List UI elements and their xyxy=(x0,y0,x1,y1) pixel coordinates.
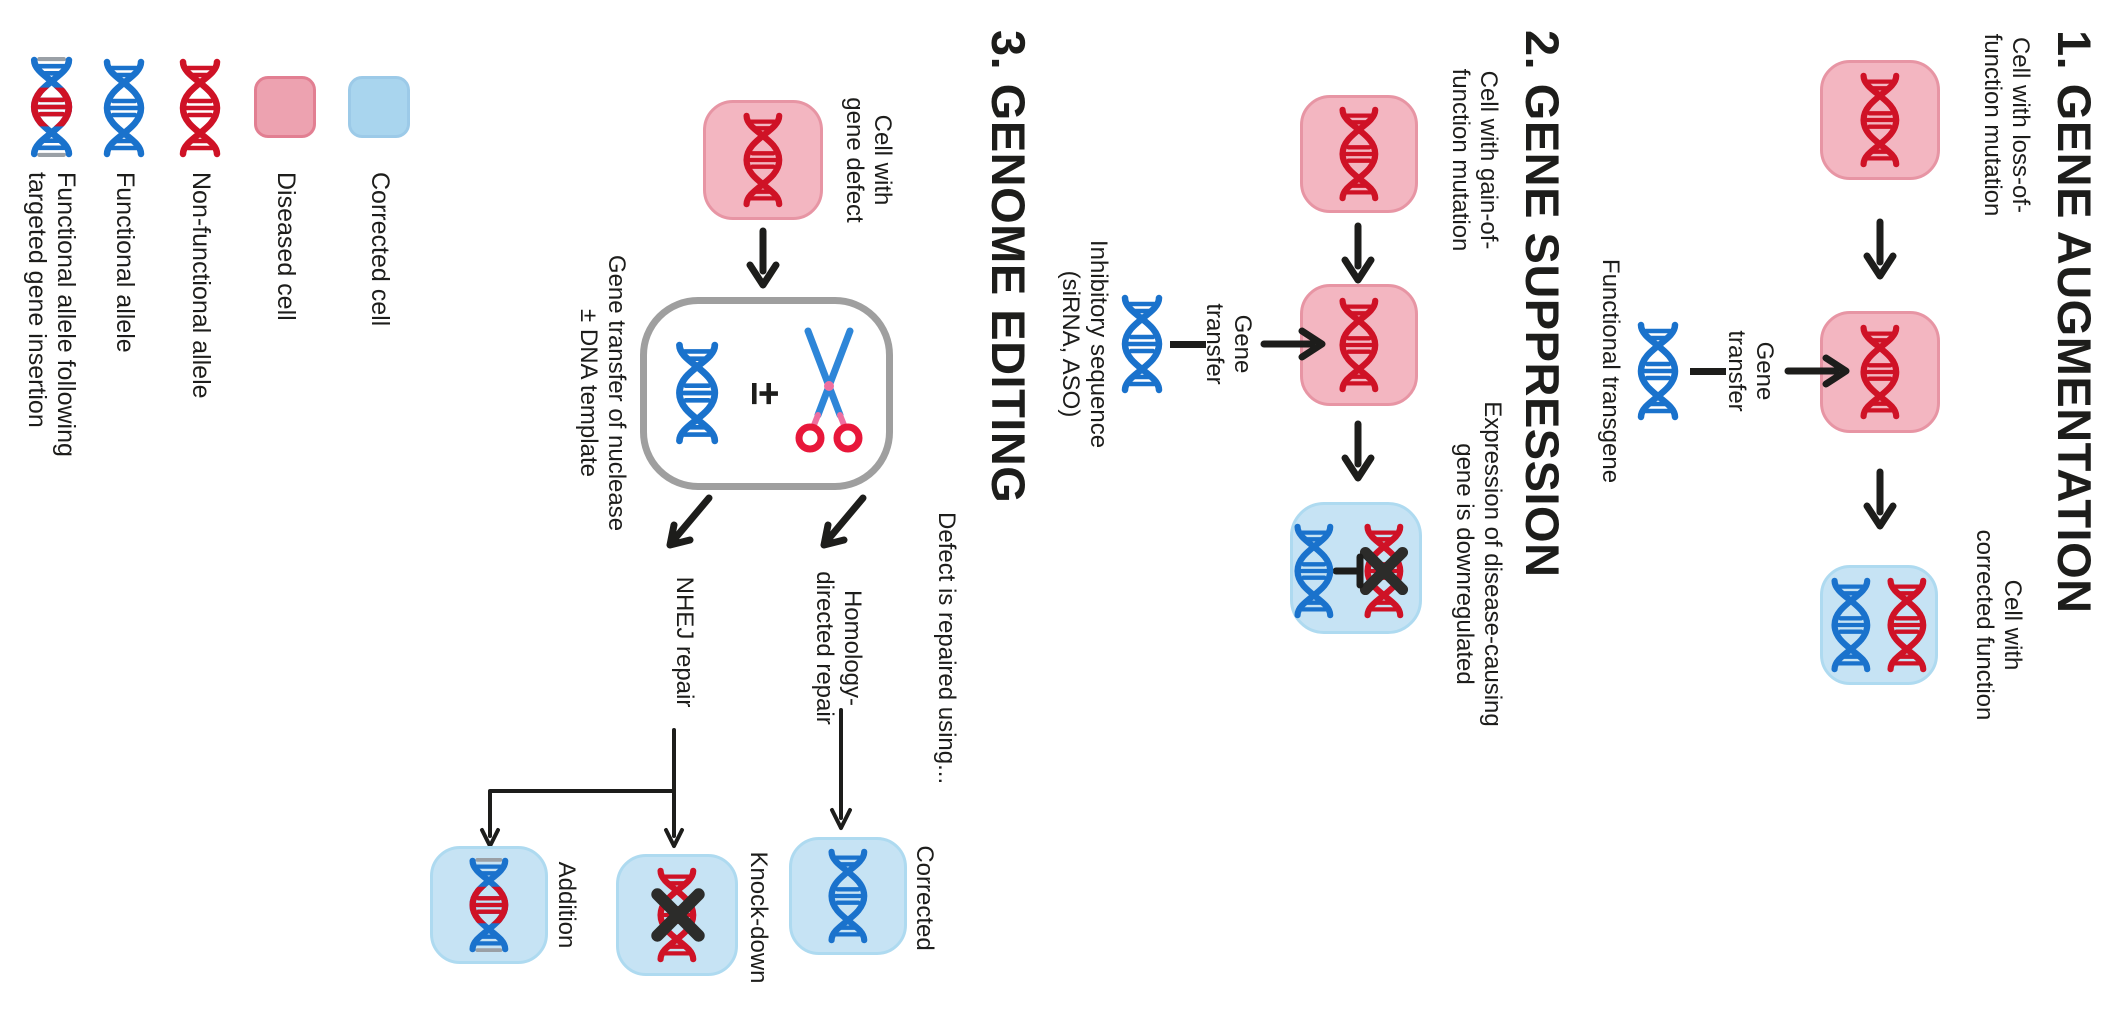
functional-allele-dna-icon xyxy=(102,58,146,158)
outcome-corrected-label: Corrected xyxy=(911,845,938,951)
legend-label: Corrected cell xyxy=(366,172,394,327)
section-title: 2. GENE SUPPRESSION xyxy=(1516,30,1569,578)
non-functional-dna-icon xyxy=(1859,72,1901,168)
knocked-out-gene xyxy=(651,867,705,963)
flow-arrow-right-icon xyxy=(746,227,780,289)
start-cell-label: Cell with gain-of- function mutation xyxy=(1447,68,1502,252)
diagonal-arrow-icon xyxy=(666,494,713,549)
flow-arrow-right-icon xyxy=(1863,218,1897,280)
transfer-arrow-up-icon xyxy=(1784,354,1850,388)
suppressed-cell xyxy=(1290,502,1422,634)
insertion-allele-dna-icon xyxy=(468,857,510,953)
non-functional-dna-icon xyxy=(742,112,784,208)
knockdown-cell xyxy=(616,854,738,976)
diseased-cell xyxy=(1300,284,1418,406)
gene-transfer-label: Gene transfer xyxy=(1201,303,1256,385)
non-functional-dna-icon xyxy=(1886,577,1928,673)
outcome-addition-label: Addition xyxy=(553,861,580,949)
branch-connector-lines xyxy=(480,728,684,848)
transfer-arrow-up-icon xyxy=(1260,327,1326,361)
silenced-gene xyxy=(1359,523,1409,619)
connector-bar xyxy=(1690,368,1726,375)
flow-arrow-right-icon xyxy=(1341,222,1375,284)
start-cell-label: Cell with loss-of- function mutation xyxy=(1979,33,2034,217)
result-cell-label: Cell with corrected function xyxy=(1971,529,2026,721)
plus-minus-symbol: ± xyxy=(743,381,790,406)
thin-arrow-right-icon xyxy=(830,708,852,830)
connector-bar xyxy=(1170,341,1206,348)
non-functional-allele-dna-icon xyxy=(178,58,222,158)
inhibition-tee-icon xyxy=(1332,553,1364,589)
branch-nhej-label: NHEJ repair xyxy=(671,576,698,708)
addition-cell xyxy=(430,846,548,964)
result-cell-label: Expression of disease-causing gene is do… xyxy=(1451,401,1506,727)
section-title: 1. GENE AUGMENTATION xyxy=(2048,30,2101,614)
gene-transfer-label: Gene transfer xyxy=(1723,330,1778,412)
legend-label: Functional allele following targeted gen… xyxy=(23,172,80,457)
nuclease-cell-box: ± xyxy=(640,297,893,490)
diseased-cell xyxy=(703,100,823,220)
x-mark-icon xyxy=(1359,546,1409,596)
legend-label: Non-functional allele xyxy=(187,172,215,399)
non-functional-dna-icon xyxy=(1338,297,1380,393)
diseased-cell xyxy=(1300,95,1418,213)
nuclease-box-label: Gene transfer of nuclease ± DNA template xyxy=(575,254,630,532)
insertion-allele-dna-icon xyxy=(29,56,74,158)
functional-dna-icon xyxy=(827,848,869,944)
non-functional-dna-icon xyxy=(1859,324,1901,420)
functional-dna-icon xyxy=(1830,577,1872,673)
diseased-cell xyxy=(1820,60,1940,180)
diagonal-arrow-icon xyxy=(820,494,867,549)
corrected-cell xyxy=(1820,565,1938,685)
corrected-cell-swatch xyxy=(348,76,410,138)
x-mark-icon xyxy=(651,888,705,942)
outcome-knockdown-label: Knock-down xyxy=(745,851,772,984)
legend-label: Functional allele xyxy=(111,172,139,353)
source-label: Inhibitory sequence (siRNA, ASO) xyxy=(1057,239,1112,449)
flow-arrow-right-icon xyxy=(1863,468,1897,530)
source-label: Functional transgene xyxy=(1597,258,1624,484)
diseased-cell xyxy=(1820,311,1940,433)
corrected-cell xyxy=(789,837,907,955)
inhibitory-sequence-dna-icon xyxy=(1120,294,1164,394)
section-title: 3. GENOME EDITING xyxy=(982,30,1035,504)
functional-dna-icon xyxy=(1293,523,1335,619)
diseased-cell-swatch xyxy=(254,76,316,138)
scissors-icon xyxy=(795,327,863,453)
start-cell-label: Cell with gene defect xyxy=(841,97,896,223)
flow-arrow-right-icon xyxy=(1341,420,1375,482)
legend-label: Diseased cell xyxy=(272,172,300,321)
functional-dna-icon xyxy=(674,341,720,445)
transgene-dna-icon xyxy=(1636,321,1680,421)
non-functional-dna-icon xyxy=(1338,106,1380,202)
